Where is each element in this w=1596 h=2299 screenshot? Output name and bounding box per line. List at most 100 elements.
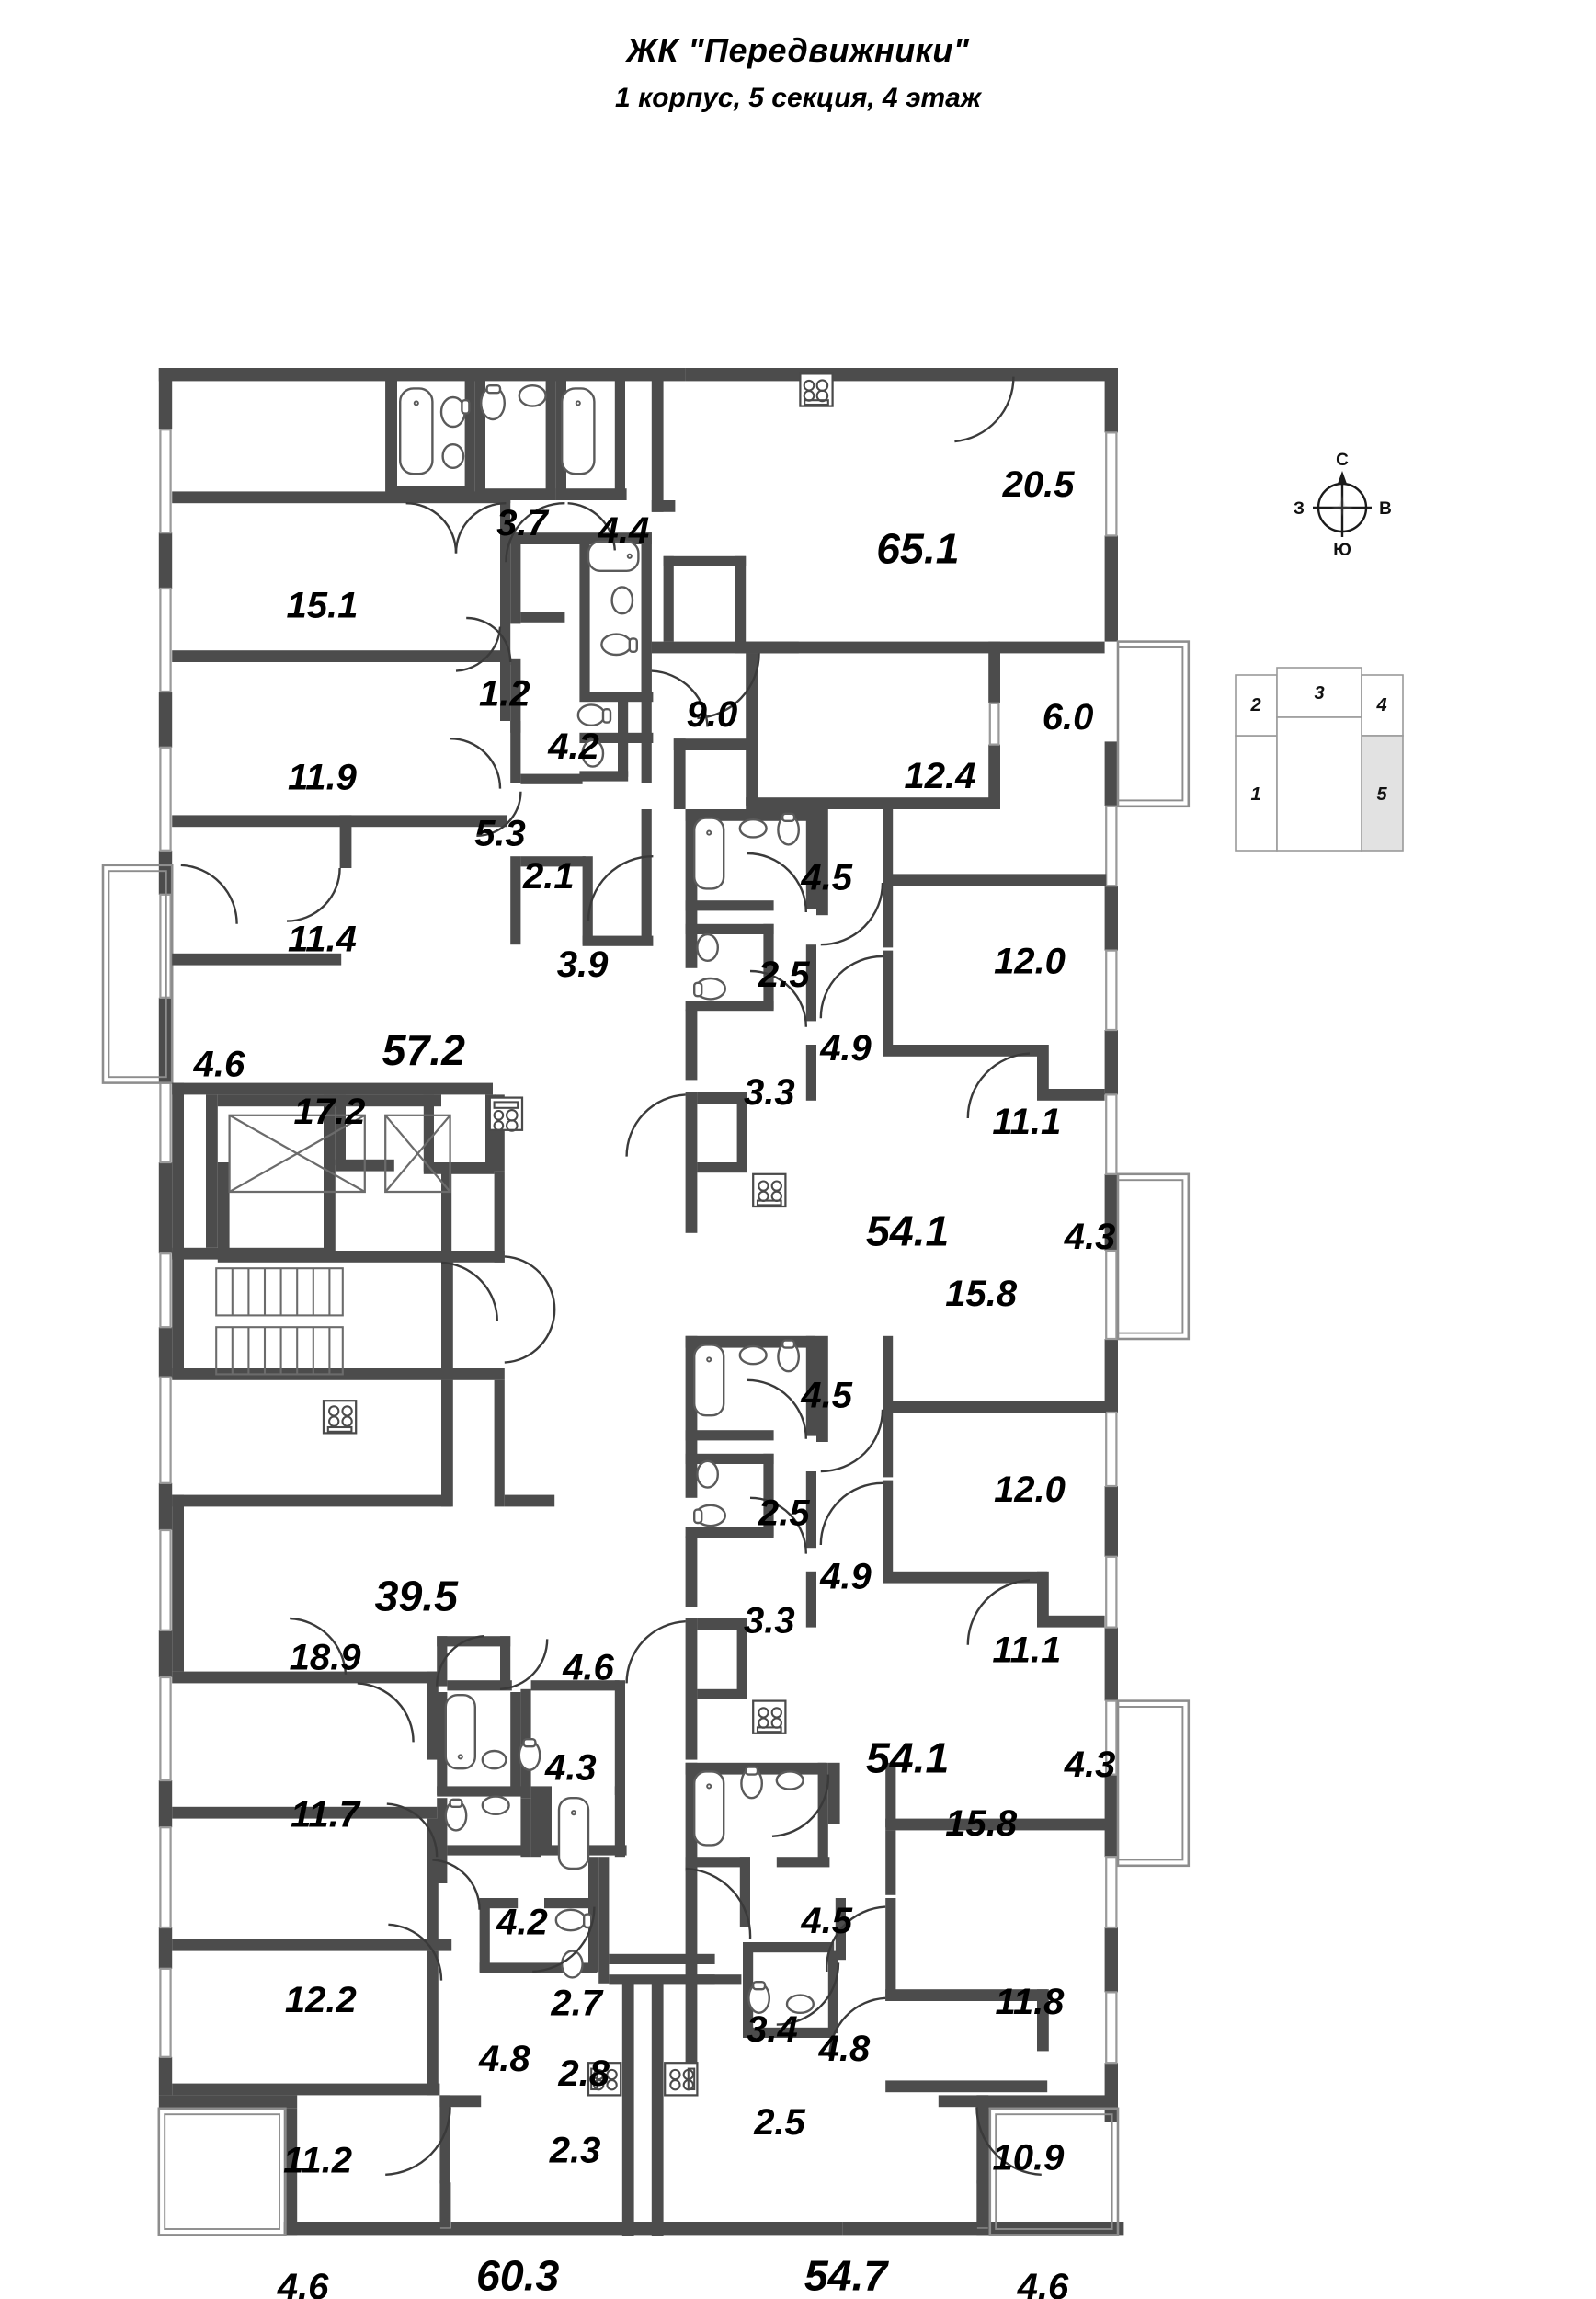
sink-icon — [441, 443, 465, 470]
staircase — [215, 1267, 344, 1376]
room-area-label: 4.6 — [277, 2267, 329, 2299]
room-area-label: 4.9 — [819, 1028, 872, 1069]
sink-icon — [610, 586, 634, 615]
room-area-label: 11.1 — [992, 1102, 1061, 1142]
room-area-label: 11.2 — [283, 2141, 352, 2181]
room-area-label: 11.4 — [288, 920, 357, 960]
interior-walls-bottom — [439, 1983, 989, 2236]
room-area-label: 10.9 — [992, 2137, 1065, 2178]
room-area-label: 4.8 — [818, 2029, 871, 2069]
key-section-3[interactable] — [1276, 667, 1362, 718]
balconies — [101, 640, 1191, 2236]
room-area-label: 3.7 — [496, 503, 549, 543]
room-area-label: 11.7 — [291, 1795, 361, 1836]
balcony-bottom-left-46 — [157, 2107, 287, 2236]
room-area-label: 11.1 — [992, 1630, 1061, 1670]
room-area-label: 15.8 — [945, 1274, 1018, 1314]
stove-icon — [799, 372, 834, 407]
room-area-label: 2.1 — [522, 856, 575, 897]
room-area-label: 4.6 — [562, 1648, 614, 1688]
stove-icon — [664, 2062, 699, 2097]
compass-west: З — [1294, 499, 1305, 519]
room-area-label: 6.0 — [1043, 697, 1094, 738]
room-area-label: 4.6 — [1017, 2267, 1069, 2299]
room-area-label: 12.0 — [994, 1470, 1066, 1510]
sink-icon — [775, 1770, 804, 1790]
exterior-walls — [158, 368, 1124, 2236]
room-area-label: 12.0 — [994, 942, 1066, 982]
title-block: ЖК "Передвижники" 1 корпус, 5 секция, 4 … — [0, 31, 1596, 114]
interior-walls-right-apt-b — [685, 1335, 1107, 1760]
room-area-label: 2.5 — [753, 2102, 805, 2143]
room-area-label: 9.0 — [687, 694, 738, 735]
compass-rose: С Ю З В — [1294, 451, 1392, 560]
key-label-4: 4 — [1375, 695, 1386, 715]
room-area-label: 4.2 — [496, 1902, 548, 1942]
room-area-label: 3.3 — [744, 1600, 795, 1641]
toilet-icon — [600, 633, 633, 657]
room-area-label: 65.1 — [876, 524, 959, 572]
room-area-label: 2.3 — [549, 2130, 601, 2170]
toilet-icon — [576, 703, 606, 727]
key-label-3: 3 — [1314, 683, 1324, 703]
floor-subtitle: 1 корпус, 5 секция, 4 этаж — [615, 83, 981, 113]
sink-icon — [481, 1749, 507, 1770]
key-section-1[interactable] — [1235, 735, 1278, 852]
balcony-bottom-right-46 — [988, 2107, 1120, 2236]
bathtub-icon — [444, 1694, 477, 1770]
room-area-label: 4.9 — [819, 1556, 872, 1596]
room-area-label: 15.1 — [286, 585, 358, 625]
room-area-label: 54.1 — [866, 1207, 949, 1255]
balcony-right-43-lower — [1116, 1699, 1191, 1868]
kitchen-stoves — [322, 372, 834, 2097]
room-area-label: 5.3 — [474, 813, 526, 853]
sink-icon — [785, 1994, 815, 2015]
room-area-label: 60.3 — [476, 2252, 559, 2299]
bathtub-icon — [561, 387, 596, 475]
sink-icon — [738, 818, 768, 839]
room-area-label: 15.8 — [945, 1803, 1018, 1844]
plumbing-fixtures — [399, 384, 815, 2015]
room-area-label: 4.2 — [547, 726, 599, 767]
room-area-label: 17.2 — [293, 1092, 365, 1132]
room-area-label: 4.6 — [193, 1045, 245, 1085]
bathtub-icon — [693, 1770, 725, 1847]
bathtub-icon — [693, 1344, 725, 1417]
room-area-label: 4.5 — [800, 857, 852, 898]
key-section-5[interactable] — [1361, 735, 1404, 852]
plan-geometry: 15.13.74.420.565.111.91.24.29.06.05.32.1… — [101, 368, 1191, 2299]
balcony-right-60 — [1116, 640, 1191, 808]
room-area-label: 11.8 — [996, 1982, 1066, 2022]
sink-icon — [581, 738, 605, 768]
room-area-label: 18.9 — [290, 1637, 362, 1677]
sink-icon — [696, 932, 720, 963]
room-area-label: 1.2 — [479, 673, 530, 714]
room-area-label: 12.2 — [285, 1980, 357, 2020]
key-label-5: 5 — [1376, 784, 1387, 805]
stove-icon — [322, 1400, 358, 1435]
room-area-label: 4.3 — [544, 1747, 597, 1788]
bathtub-icon — [693, 817, 725, 890]
building-core — [172, 1082, 555, 1507]
sink-icon — [738, 1344, 768, 1366]
room-area-label: 12.4 — [904, 756, 975, 796]
interior-walls-top-left — [172, 379, 654, 1095]
complex-name: ЖК "Передвижники" — [626, 31, 970, 69]
key-courtyard — [1276, 716, 1362, 852]
room-area-label: 2.7 — [550, 1983, 603, 2023]
room-area-label: 11.9 — [288, 758, 358, 798]
room-area-label: 39.5 — [375, 1572, 459, 1619]
building-key-plan: 1 2 3 4 5 — [1235, 667, 1404, 852]
room-area-label: 4.8 — [478, 2039, 530, 2079]
toilet-icon — [554, 1908, 587, 1932]
key-section-4[interactable] — [1361, 674, 1404, 737]
key-label-1: 1 — [1250, 784, 1260, 805]
room-area-label: 4.5 — [800, 1376, 852, 1416]
key-section-2[interactable] — [1235, 674, 1278, 737]
sink-icon — [696, 1459, 720, 1489]
stove-icon — [752, 1172, 787, 1208]
sink-icon — [518, 384, 547, 407]
